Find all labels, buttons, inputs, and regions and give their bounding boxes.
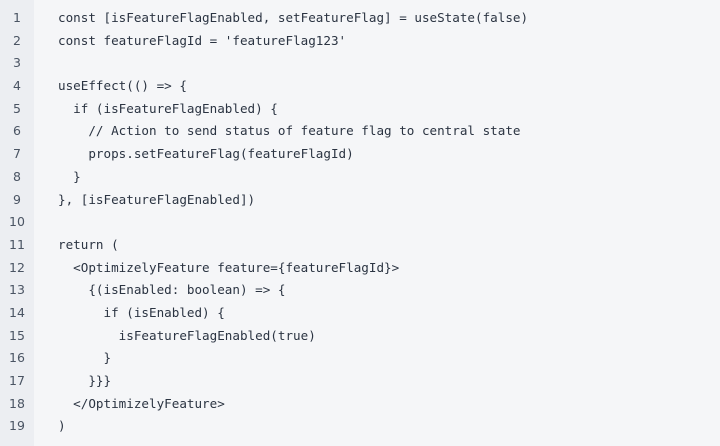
code-content[interactable]: const [isFeatureFlagEnabled, setFeatureF…	[34, 0, 720, 446]
code-line	[58, 211, 720, 234]
line-number: 2	[13, 32, 21, 48]
code-line: return (	[58, 236, 119, 252]
code-line: )	[58, 418, 66, 434]
code-line: useEffect(() => {	[58, 78, 187, 94]
line-number: 7	[13, 146, 21, 162]
code-comment-line: // Action to send status of feature flag…	[58, 123, 521, 139]
code-line: if (isEnabled) {	[58, 304, 225, 320]
line-number: 11	[9, 236, 25, 252]
code-line: <OptimizelyFeature feature={featureFlagI…	[58, 259, 400, 275]
line-number: 13	[9, 282, 25, 298]
code-line: }	[58, 350, 112, 366]
line-number: 14	[9, 304, 25, 320]
line-number: 16	[9, 350, 25, 366]
line-number: 5	[13, 100, 21, 116]
line-number: 10	[9, 214, 25, 230]
line-number: 6	[13, 123, 21, 139]
line-number: 19	[9, 418, 25, 434]
line-number: 4	[13, 78, 21, 94]
code-line: isFeatureFlagEnabled(true)	[58, 327, 316, 343]
code-line	[58, 52, 720, 75]
code-line: </OptimizelyFeature>	[58, 395, 225, 411]
code-line: props.setFeatureFlag(featureFlagId)	[58, 146, 354, 162]
code-line: }}}	[58, 373, 112, 388]
code-line: }, [isFeatureFlagEnabled])	[58, 191, 256, 207]
line-number: 9	[13, 191, 21, 207]
line-number: 17	[9, 373, 25, 388]
line-number: 12	[9, 259, 25, 275]
line-number: 3	[13, 55, 21, 71]
code-line: }	[58, 168, 81, 184]
code-line: {(isEnabled: boolean) => {	[58, 282, 286, 298]
line-number: 8	[13, 168, 21, 184]
line-number: 18	[9, 395, 25, 411]
code-line: const [isFeatureFlagEnabled, setFeatureF…	[58, 10, 529, 25]
line-number: 1	[13, 10, 21, 25]
code-line: if (isFeatureFlagEnabled) {	[58, 100, 278, 116]
line-number-gutter: 1 2 3 4 5 6 7 8 9 10 11 12 13 14 15 16 1…	[0, 0, 34, 446]
line-number: 15	[9, 327, 25, 343]
code-line: const featureFlagId = 'featureFlag123'	[58, 32, 347, 48]
